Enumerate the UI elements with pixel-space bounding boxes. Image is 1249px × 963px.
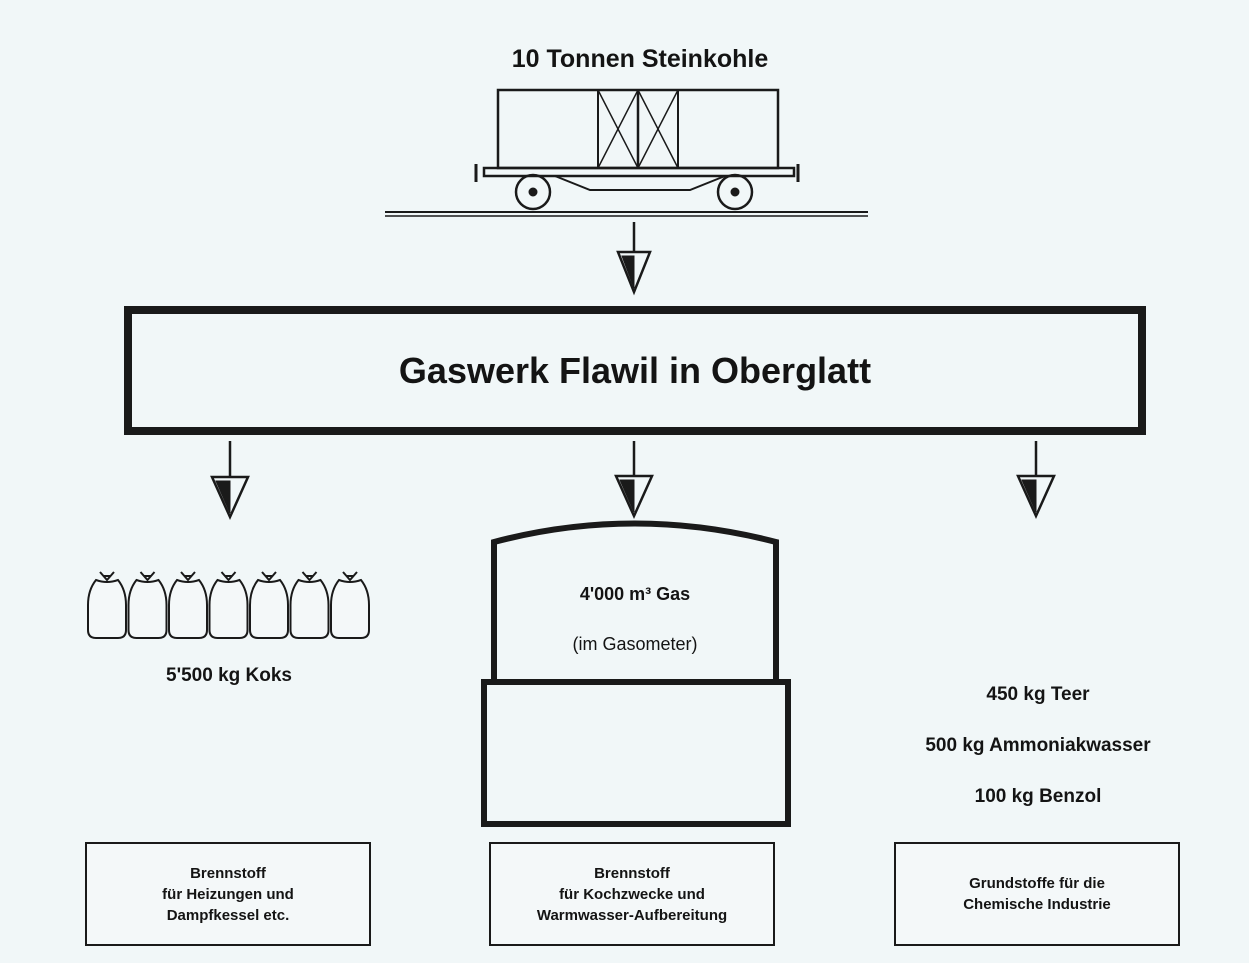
coke-sack-icon (168, 578, 208, 639)
gas-use-line: für Kochzwecke und (559, 885, 705, 903)
input-label: 10 Tonnen Steinkohle (511, 45, 769, 73)
sack-tie-icon (342, 571, 358, 582)
chemicals-use-box: Grundstoffe für die Chemische Industrie (894, 842, 1180, 946)
sack-tie-icon (99, 571, 115, 582)
arrow-down-icon (210, 441, 250, 521)
sack-tie-icon (301, 571, 318, 582)
arrow-down-icon (1016, 441, 1056, 520)
sack-tie-icon (261, 571, 277, 582)
gas-label: 4'000 m³ Gas (579, 584, 691, 604)
coke-sacks-icon (87, 571, 370, 639)
plant-title: Gaswerk Flawil in Oberglatt (398, 349, 872, 391)
tar-label: 450 kg Teer (986, 684, 1090, 705)
arrow-down-icon (616, 222, 652, 296)
plant-box (124, 306, 1146, 435)
arrow-down-icon (614, 441, 654, 520)
benzene-label: 100 kg Benzol (974, 786, 1102, 807)
coke-sack-icon (208, 578, 249, 639)
gas-use-line: Warmwasser-Aufbereitung (536, 906, 728, 924)
coke-use-line: für Heizungen und (162, 885, 294, 903)
sack-tie-icon (180, 571, 196, 582)
gas-use-box: Brennstoff für Kochzwecke und Warmwasser… (489, 842, 775, 946)
coke-sack-icon (127, 578, 168, 639)
coke-use-box: Brennstoff für Heizungen und Dampfkessel… (85, 842, 371, 946)
sack-tie-icon (139, 571, 156, 582)
coke-sack-icon (87, 578, 127, 639)
sack-tie-icon (220, 571, 237, 582)
coal-wagon-icon (385, 88, 868, 217)
ammonia-label: 500 kg Ammoniakwasser (925, 735, 1151, 756)
gas-sublabel: (im Gasometer) (572, 634, 698, 654)
chemicals-use-line: Grundstoffe für die (969, 875, 1105, 892)
coke-use-line: Dampfkessel etc. (166, 906, 290, 924)
coke-sack-icon (330, 578, 370, 639)
gas-use-line: Brennstoff (594, 864, 670, 882)
coke-use-line: Brennstoff (190, 864, 266, 882)
chemicals-use-line: Chemische Industrie (963, 896, 1111, 913)
coke-sack-icon (289, 578, 330, 639)
coke-sack-icon (249, 578, 289, 639)
coke-label: 5'500 kg Koks (166, 665, 292, 686)
gasometer-icon (481, 520, 791, 827)
